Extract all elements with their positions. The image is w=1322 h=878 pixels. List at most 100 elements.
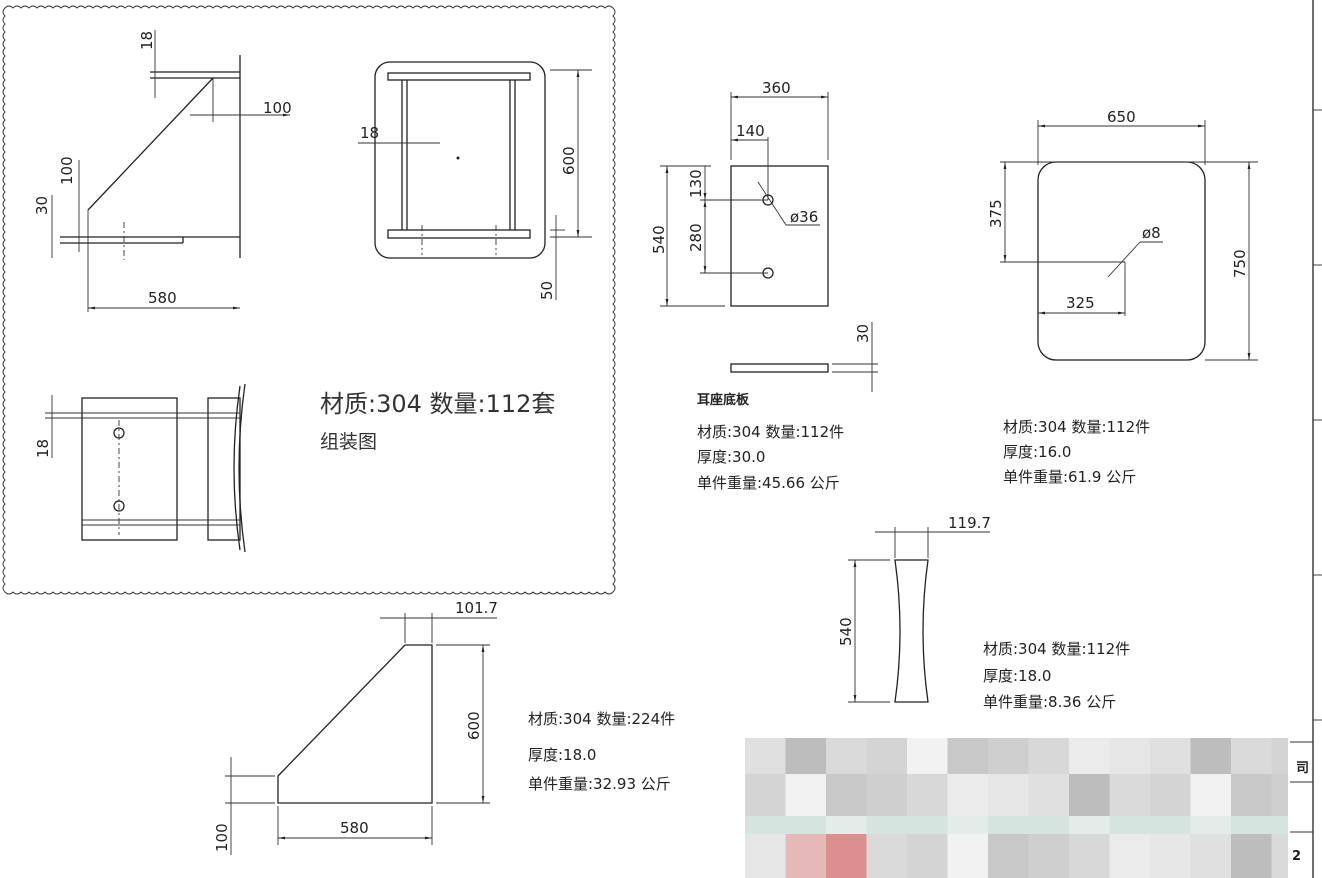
square-plate-weight: 单件重量:61.9 公斤 bbox=[1003, 468, 1136, 486]
dim-square-center-y: 375 bbox=[987, 199, 1005, 228]
base-plate-drawing: 360 140 130 280 540 ø36 30 耳座底板 材质:304 数… bbox=[650, 79, 878, 492]
redaction-cell bbox=[745, 834, 786, 878]
curved-plate-material: 材质:304 数量:112件 bbox=[983, 640, 1130, 658]
assembly-side-view: 18 100 100 30 580 bbox=[33, 30, 292, 312]
redacted-title-block bbox=[745, 738, 1288, 878]
dim-square-center-x: 325 bbox=[1066, 294, 1095, 312]
square-plate-drawing: 650 750 375 325 ø8 材质:304 数量:112件 厚度:16.… bbox=[987, 108, 1258, 486]
title-block-number: 2 bbox=[1292, 849, 1301, 864]
redaction-cell bbox=[988, 834, 1029, 878]
redaction-cell bbox=[826, 774, 867, 816]
redaction-cell bbox=[1028, 816, 1070, 834]
redaction-cell bbox=[866, 816, 908, 834]
base-plate-weight: 单件重量:45.66 公斤 bbox=[697, 474, 840, 492]
assembly-title: 组装图 bbox=[320, 431, 377, 453]
redaction-cell bbox=[907, 774, 948, 816]
redaction-cell bbox=[1109, 834, 1151, 878]
redaction-cell bbox=[1069, 738, 1110, 774]
redaction-cell bbox=[1150, 834, 1191, 878]
dim-plan-length: 600 bbox=[560, 146, 578, 175]
redaction-cell bbox=[947, 738, 989, 774]
redaction-cell bbox=[947, 834, 989, 878]
redaction-cell bbox=[1190, 816, 1232, 834]
redaction-cell bbox=[785, 738, 827, 774]
redaction-cell bbox=[1150, 774, 1191, 816]
redaction-cell bbox=[866, 774, 908, 816]
dim-base-hole-spacing: 280 bbox=[687, 223, 705, 252]
redaction-cell bbox=[785, 816, 827, 834]
redaction-cell bbox=[907, 834, 948, 878]
gusset-thickness: 厚度:18.0 bbox=[528, 746, 596, 764]
dim-gusset-top: 101.7 bbox=[455, 599, 498, 617]
redaction-cell bbox=[1028, 774, 1070, 816]
redaction-cell bbox=[866, 738, 908, 774]
gusset-material: 材质:304 数量:224件 bbox=[528, 710, 675, 728]
redaction-cell bbox=[988, 774, 1029, 816]
redaction-cell bbox=[1069, 774, 1110, 816]
assembly-material-note: 材质:304 数量:112套 bbox=[320, 390, 555, 418]
dim-width: 580 bbox=[148, 289, 177, 307]
redaction-cell bbox=[1190, 738, 1232, 774]
base-plate-material: 材质:304 数量:112件 bbox=[697, 423, 844, 441]
redaction-cell bbox=[947, 774, 989, 816]
curved-plate-thickness: 厚度:18.0 bbox=[983, 667, 1051, 685]
redaction-cell bbox=[947, 816, 989, 834]
redaction-cell bbox=[785, 834, 827, 878]
redaction-cell bbox=[907, 816, 948, 834]
redaction-cell bbox=[1028, 834, 1070, 878]
dim-base-hole-dia: ø36 bbox=[790, 208, 818, 226]
redaction-cell bbox=[1231, 816, 1272, 834]
dim-top-thickness: 18 bbox=[138, 31, 156, 50]
redaction-cell bbox=[826, 816, 867, 834]
dim-base-height: 540 bbox=[650, 225, 668, 254]
dim-bottom-thickness: 18 bbox=[34, 439, 52, 458]
title-block-company: 司 bbox=[1296, 761, 1309, 776]
dim-base-width: 360 bbox=[762, 79, 791, 97]
redaction-cell bbox=[1271, 816, 1288, 834]
gusset-weight: 单件重量:32.93 公斤 bbox=[528, 775, 671, 793]
dim-square-hole-dia: ø8 bbox=[1142, 224, 1161, 242]
assembly-bottom-view: 18 材质:304 数量:112套 组装图 bbox=[34, 383, 555, 553]
redaction-cell bbox=[1150, 738, 1191, 774]
dim-gusset-height: 600 bbox=[465, 711, 483, 740]
dim-gusset-edge: 100 bbox=[213, 823, 231, 852]
dim-base-hole-x: 140 bbox=[736, 122, 765, 140]
redaction-cell bbox=[988, 816, 1029, 834]
dim-plan-thickness: 18 bbox=[360, 124, 379, 142]
redaction-cell bbox=[1190, 834, 1232, 878]
dim-curved-width: 119.7 bbox=[948, 514, 991, 532]
curved-plate-drawing: 119.7 540 材质:304 数量:112件 厚度:18.0 单件重量:8.… bbox=[837, 514, 1130, 711]
assembly-frame bbox=[2, 5, 616, 595]
redaction-cell bbox=[826, 834, 867, 878]
redaction-cell bbox=[785, 774, 827, 816]
redaction-cell bbox=[907, 738, 948, 774]
base-plate-thickness: 厚度:30.0 bbox=[697, 448, 765, 466]
gusset-drawing: 101.7 600 580 100 材质:304 数量:224件 厚度:18.0… bbox=[213, 599, 675, 855]
redaction-cell bbox=[1231, 738, 1272, 774]
square-plate-thickness: 厚度:16.0 bbox=[1003, 443, 1071, 461]
redaction-cell bbox=[745, 816, 786, 834]
dim-base-hole-y: 130 bbox=[687, 169, 705, 198]
curved-plate-weight: 单件重量:8.36 公斤 bbox=[983, 693, 1116, 711]
redaction-cell bbox=[1150, 816, 1191, 834]
redaction-cell bbox=[1271, 774, 1288, 816]
dim-offset: 100 bbox=[263, 99, 292, 117]
base-plate-title: 耳座底板 bbox=[697, 392, 750, 408]
assembly-plan-view: 18 600 50 bbox=[358, 61, 592, 300]
redaction-cell bbox=[988, 738, 1029, 774]
dim-plan-edge: 50 bbox=[538, 281, 556, 300]
redaction-cell bbox=[1190, 774, 1232, 816]
redaction-cell bbox=[745, 774, 786, 816]
redaction-cell bbox=[1271, 738, 1288, 774]
square-plate-material: 材质:304 数量:112件 bbox=[1003, 418, 1150, 436]
dim-gusset-width: 580 bbox=[340, 819, 369, 837]
redaction-cell bbox=[1109, 738, 1151, 774]
redaction-cell bbox=[1109, 816, 1151, 834]
redaction-cell bbox=[1271, 834, 1288, 878]
dim-edge: 100 bbox=[58, 156, 76, 185]
redaction-cell bbox=[1231, 774, 1272, 816]
redaction-cell bbox=[866, 834, 908, 878]
redaction-cell bbox=[745, 738, 786, 774]
dim-square-width: 650 bbox=[1107, 108, 1136, 126]
